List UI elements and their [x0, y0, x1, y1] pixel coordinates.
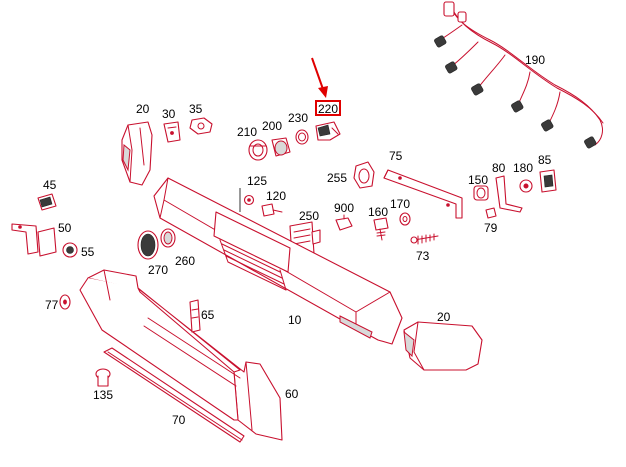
- part-20-end-cap-right[interactable]: [403, 321, 483, 371]
- callout-10: 10: [288, 313, 302, 327]
- part-60-lower-panel[interactable]: [79, 269, 283, 441]
- callout-80: 80: [492, 161, 506, 175]
- part-65-strip[interactable]: [189, 299, 201, 333]
- callout-77: 77: [45, 298, 59, 312]
- part-210[interactable]: [248, 139, 268, 161]
- part-20-end-cap-left[interactable]: [121, 121, 153, 186]
- callout-20-right: 20: [437, 310, 451, 324]
- callout-160: 160: [368, 205, 388, 219]
- part-77-washer[interactable]: [59, 294, 71, 310]
- part-220-sensor[interactable]: [315, 121, 341, 141]
- callout-73: 73: [416, 249, 430, 263]
- callout-75: 75: [389, 149, 403, 163]
- callout-85: 85: [538, 153, 552, 167]
- callout-270: 270: [148, 263, 168, 277]
- callout-125: 125: [247, 174, 267, 188]
- callout-35: 35: [189, 102, 203, 116]
- callout-180: 180: [513, 161, 533, 175]
- part-230-ring[interactable]: [295, 129, 309, 145]
- highlight-box-220: [315, 100, 341, 116]
- callout-60: 60: [285, 387, 299, 401]
- callout-200: 200: [262, 119, 282, 133]
- callout-900: 900: [334, 201, 354, 215]
- callout-255: 255: [327, 171, 347, 185]
- callout-79: 79: [484, 221, 498, 235]
- callout-30: 30: [162, 107, 176, 121]
- part-79[interactable]: [485, 207, 497, 219]
- callout-50: 50: [58, 221, 72, 235]
- part-255[interactable]: [353, 161, 375, 189]
- callout-260: 260: [175, 254, 195, 268]
- callout-70: 70: [172, 413, 186, 427]
- part-125-washer[interactable]: [243, 194, 255, 206]
- part-900[interactable]: [335, 214, 353, 231]
- callout-210: 210: [237, 125, 257, 139]
- part-200[interactable]: [271, 137, 291, 157]
- part-10-bumper[interactable]: [153, 177, 403, 345]
- part-45-clip[interactable]: [37, 193, 57, 211]
- callout-170: 170: [390, 197, 410, 211]
- part-160-bolt[interactable]: [373, 217, 389, 241]
- callout-135: 135: [93, 388, 113, 402]
- callout-45: 45: [43, 178, 57, 192]
- part-135-clip[interactable]: [95, 368, 111, 387]
- callout-190: 190: [525, 53, 545, 67]
- callout-150: 150: [468, 173, 488, 187]
- callout-65: 65: [201, 308, 215, 322]
- part-30-clip[interactable]: [163, 121, 181, 143]
- part-75-bracket[interactable]: [383, 169, 463, 219]
- part-170-washer[interactable]: [399, 212, 411, 226]
- part-70-strip[interactable]: [103, 347, 245, 443]
- callout-230: 230: [288, 111, 308, 125]
- wiring-harness-190[interactable]: [434, 1, 604, 149]
- part-80-bracket[interactable]: [495, 175, 523, 213]
- highlight-arrow: [311, 57, 328, 98]
- callout-55: 55: [81, 245, 95, 259]
- part-55[interactable]: [62, 242, 78, 258]
- part-73-screw[interactable]: [410, 233, 439, 245]
- part-260[interactable]: [160, 228, 176, 248]
- part-50-bracket[interactable]: [11, 223, 57, 257]
- callout-120: 120: [266, 189, 286, 203]
- callout-20-top: 20: [136, 102, 150, 116]
- part-85-clip[interactable]: [539, 169, 557, 193]
- callout-220: 220: [318, 102, 338, 116]
- part-35-nut[interactable]: [189, 117, 213, 135]
- part-150[interactable]: [473, 185, 489, 201]
- part-270-grille[interactable]: [137, 230, 159, 260]
- part-120-bolt[interactable]: [261, 203, 283, 217]
- part-180-washer[interactable]: [519, 179, 533, 193]
- callout-250: 250: [299, 209, 319, 223]
